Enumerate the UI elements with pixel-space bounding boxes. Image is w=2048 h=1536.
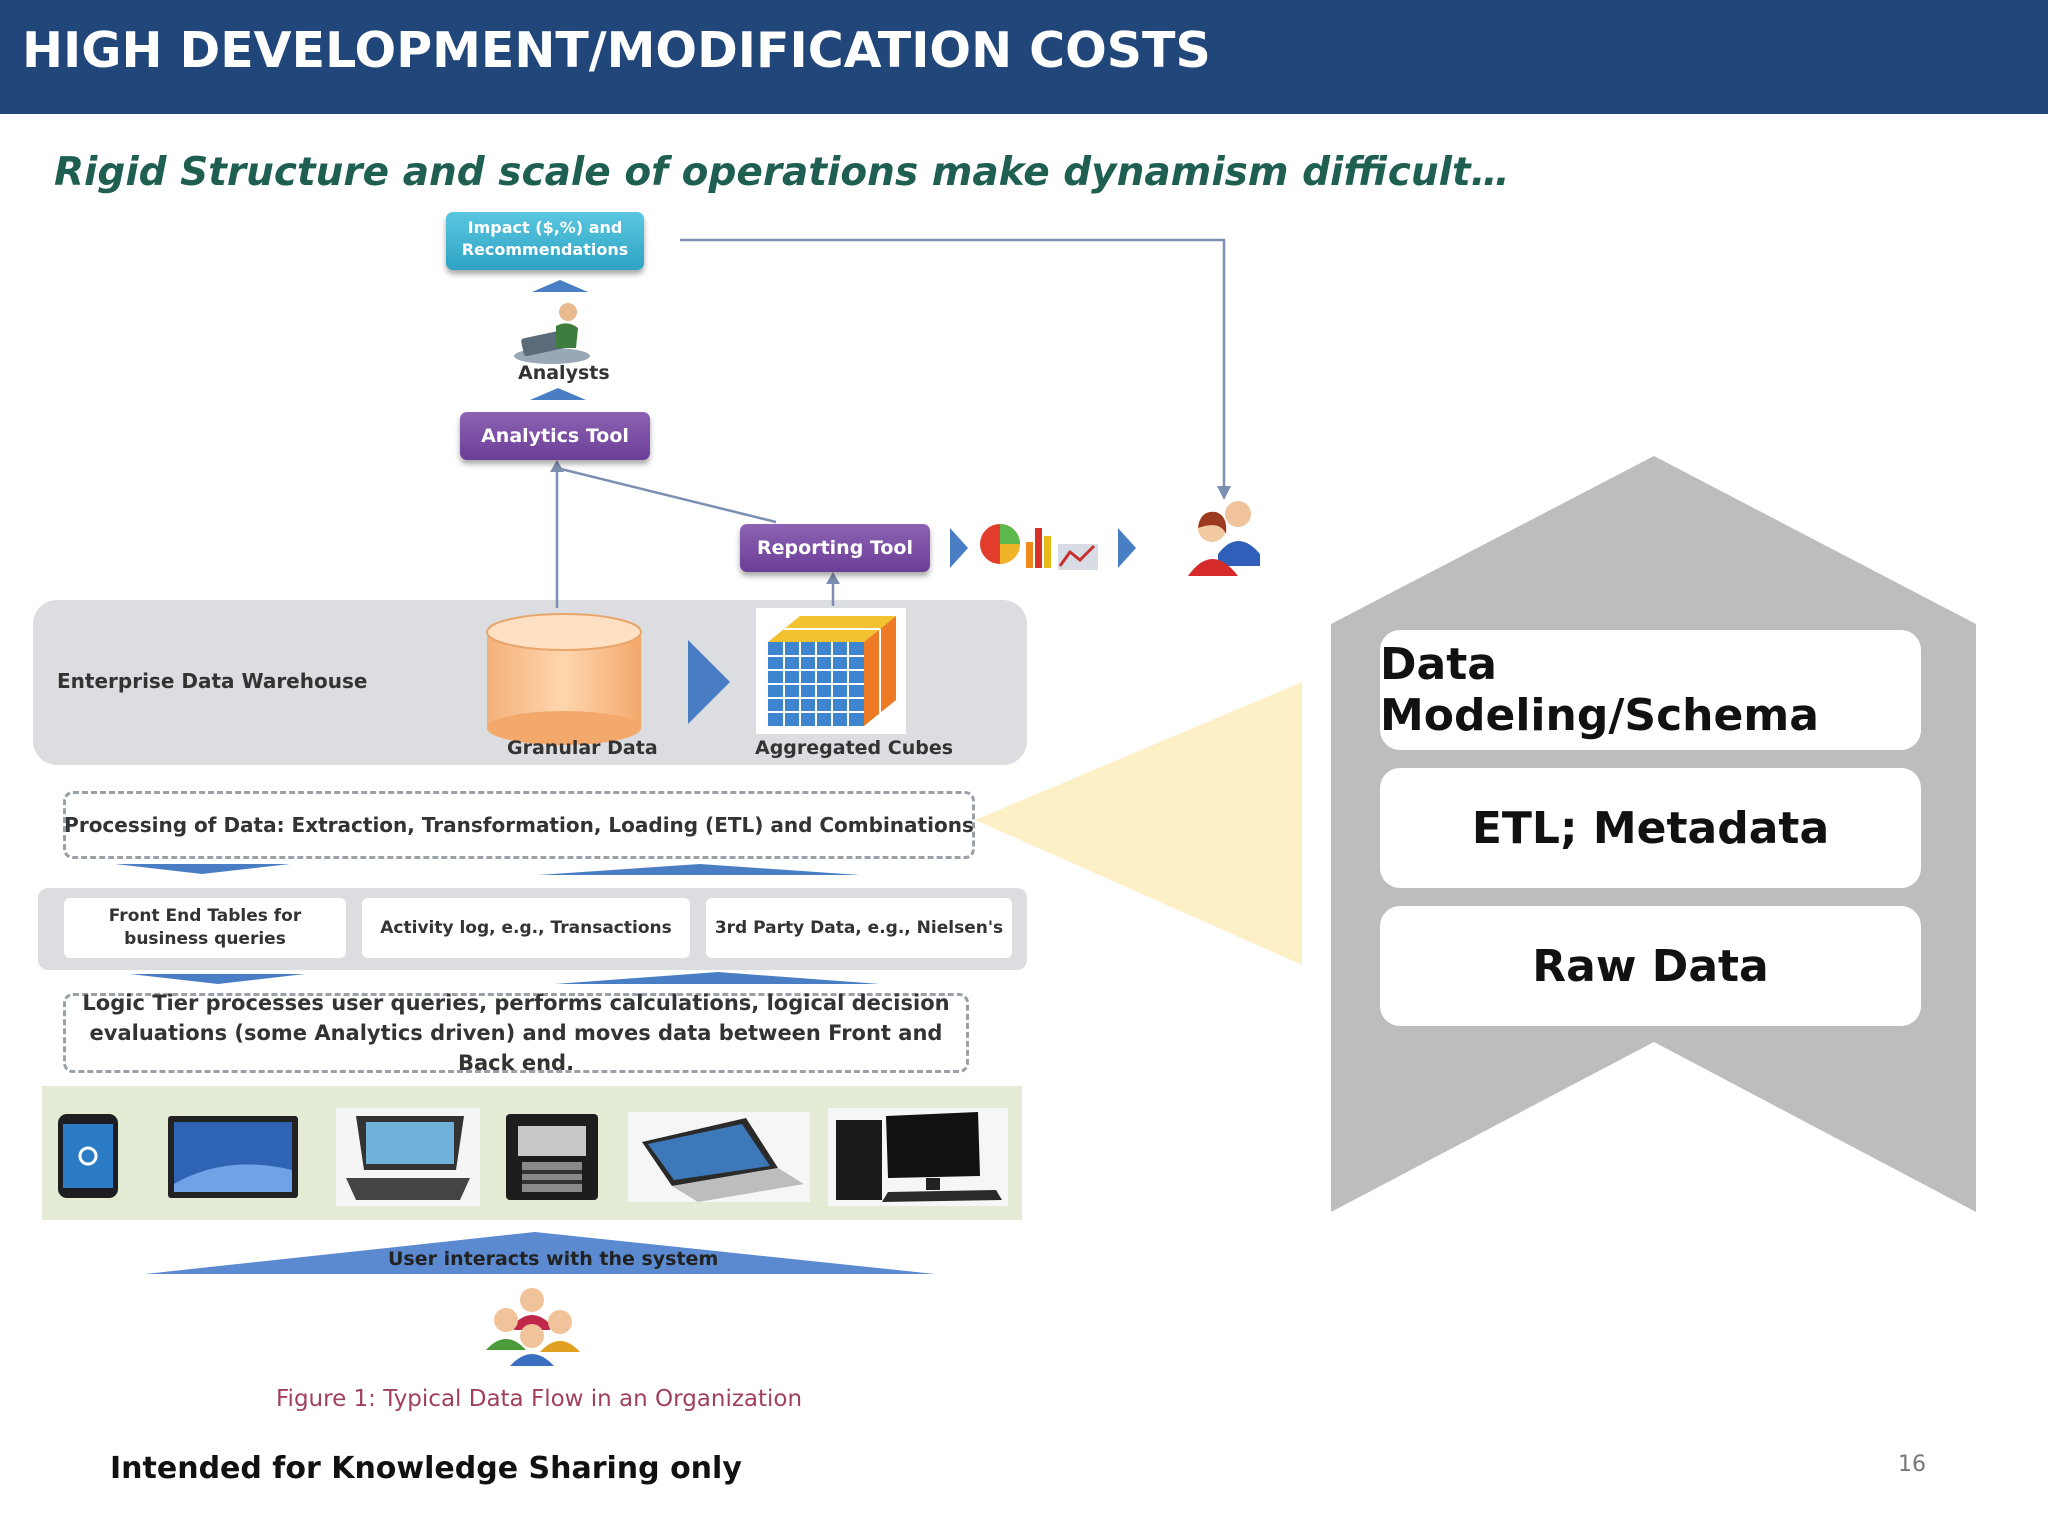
mobile-device-icon: [58, 1114, 118, 1198]
source-front-end-tables: Front End Tables for business queries: [64, 898, 346, 958]
granular-cylinder-icon: [486, 613, 642, 745]
analytics-tool-box: Analytics Tool: [460, 412, 650, 460]
impact-recommendations-box: Impact ($,%) and Recommendations: [446, 212, 644, 270]
stack-item-raw-data: Raw Data: [1380, 906, 1921, 1026]
header-bar: [0, 0, 2048, 114]
users-group-icon: [486, 1288, 580, 1366]
tablet-icon: [168, 1116, 298, 1198]
laptop-icon: [628, 1112, 810, 1202]
source-third-party-data: 3rd Party Data, e.g., Nielsen's: [706, 898, 1012, 958]
user-interacts-label: User interacts with the system: [388, 1248, 719, 1270]
user-interacts-arrow: [145, 1232, 935, 1274]
business-people-icon: [1188, 501, 1260, 576]
charts-icon: [980, 524, 1098, 570]
arrow-right-1: [950, 528, 968, 568]
stack-item-etl-metadata: ETL; Metadata: [1380, 768, 1921, 888]
aggregated-cube-icon: [756, 608, 906, 734]
page-number: 16: [1898, 1452, 1926, 1477]
pos-terminal-icon: [336, 1108, 480, 1206]
arrow-up-impact: [532, 280, 588, 292]
arrow-up-analysts: [530, 388, 586, 400]
arrow-granular-to-cubes: [688, 640, 730, 724]
granular-label: Granular Data: [507, 737, 658, 759]
page-title: HIGH DEVELOPMENT/MODIFICATION COSTS: [22, 22, 1211, 79]
stack-item-data-modeling: Data Modeling/Schema: [1380, 630, 1921, 750]
arrow-right-2: [1118, 528, 1136, 568]
etl-processing-box: Processing of Data: Extraction, Transfor…: [63, 791, 975, 859]
page-subtitle: Rigid Structure and scale of operations …: [54, 150, 1510, 195]
analysts-label: Analysts: [518, 362, 610, 384]
desktop-computer-icon: [828, 1108, 1008, 1206]
reporting-tool-box: Reporting Tool: [740, 524, 930, 572]
cubes-label: Aggregated Cubes: [755, 737, 954, 759]
edw-label: Enterprise Data Warehouse: [57, 669, 368, 693]
footer-note: Intended for Knowledge Sharing only: [110, 1451, 742, 1486]
figure-caption: Figure 1: Typical Data Flow in an Organi…: [276, 1386, 803, 1412]
analyst-icon: [514, 303, 590, 364]
source-activity-log: Activity log, e.g., Transactions: [362, 898, 690, 958]
logic-tier-box: Logic Tier processes user queries, perfo…: [63, 991, 969, 1075]
atm-icon: [506, 1114, 598, 1200]
callout-triangle: [975, 682, 1302, 965]
